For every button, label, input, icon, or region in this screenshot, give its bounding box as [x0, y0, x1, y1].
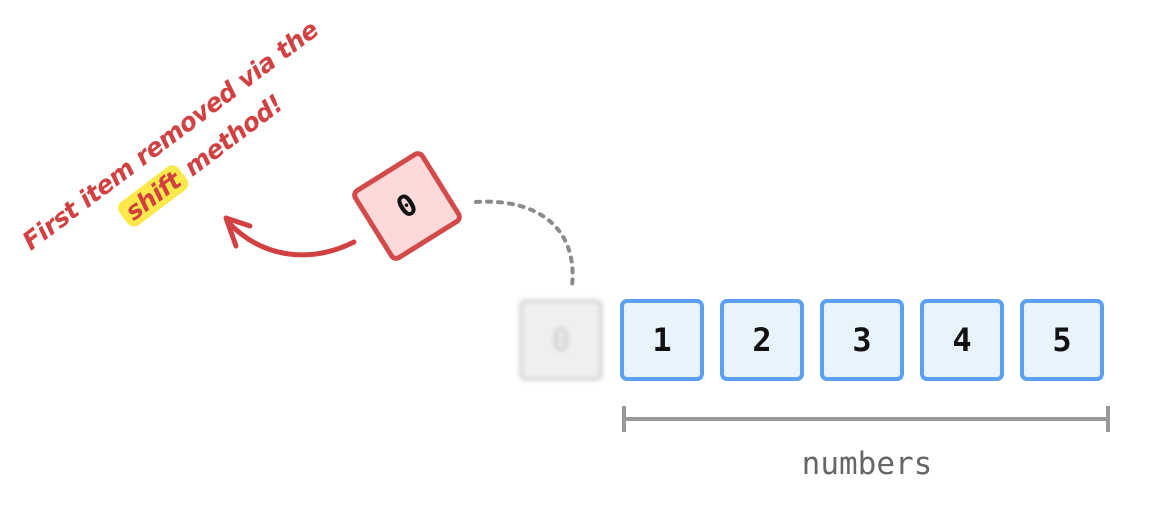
array-item: 5	[1020, 299, 1104, 381]
array-bracket	[622, 406, 1110, 432]
ghost-item-box: 0	[519, 299, 603, 381]
array-item: 1	[620, 299, 704, 381]
ghost-item-value: 0	[551, 321, 571, 359]
array-item-value: 1	[652, 321, 672, 359]
array-label: numbers	[801, 446, 933, 482]
red-arrow	[225, 219, 357, 258]
array-item-value: 2	[752, 321, 772, 359]
array-item: 2	[720, 299, 804, 381]
array-item: 3	[820, 299, 904, 381]
red-arrow-head	[223, 215, 253, 249]
array-item-value: 4	[952, 321, 972, 359]
array-item: 4	[920, 299, 1004, 381]
array-item-value: 3	[852, 321, 872, 359]
removed-item-value: 0	[390, 186, 424, 226]
dotted-arc	[474, 199, 575, 288]
array-item-value: 5	[1052, 321, 1072, 359]
